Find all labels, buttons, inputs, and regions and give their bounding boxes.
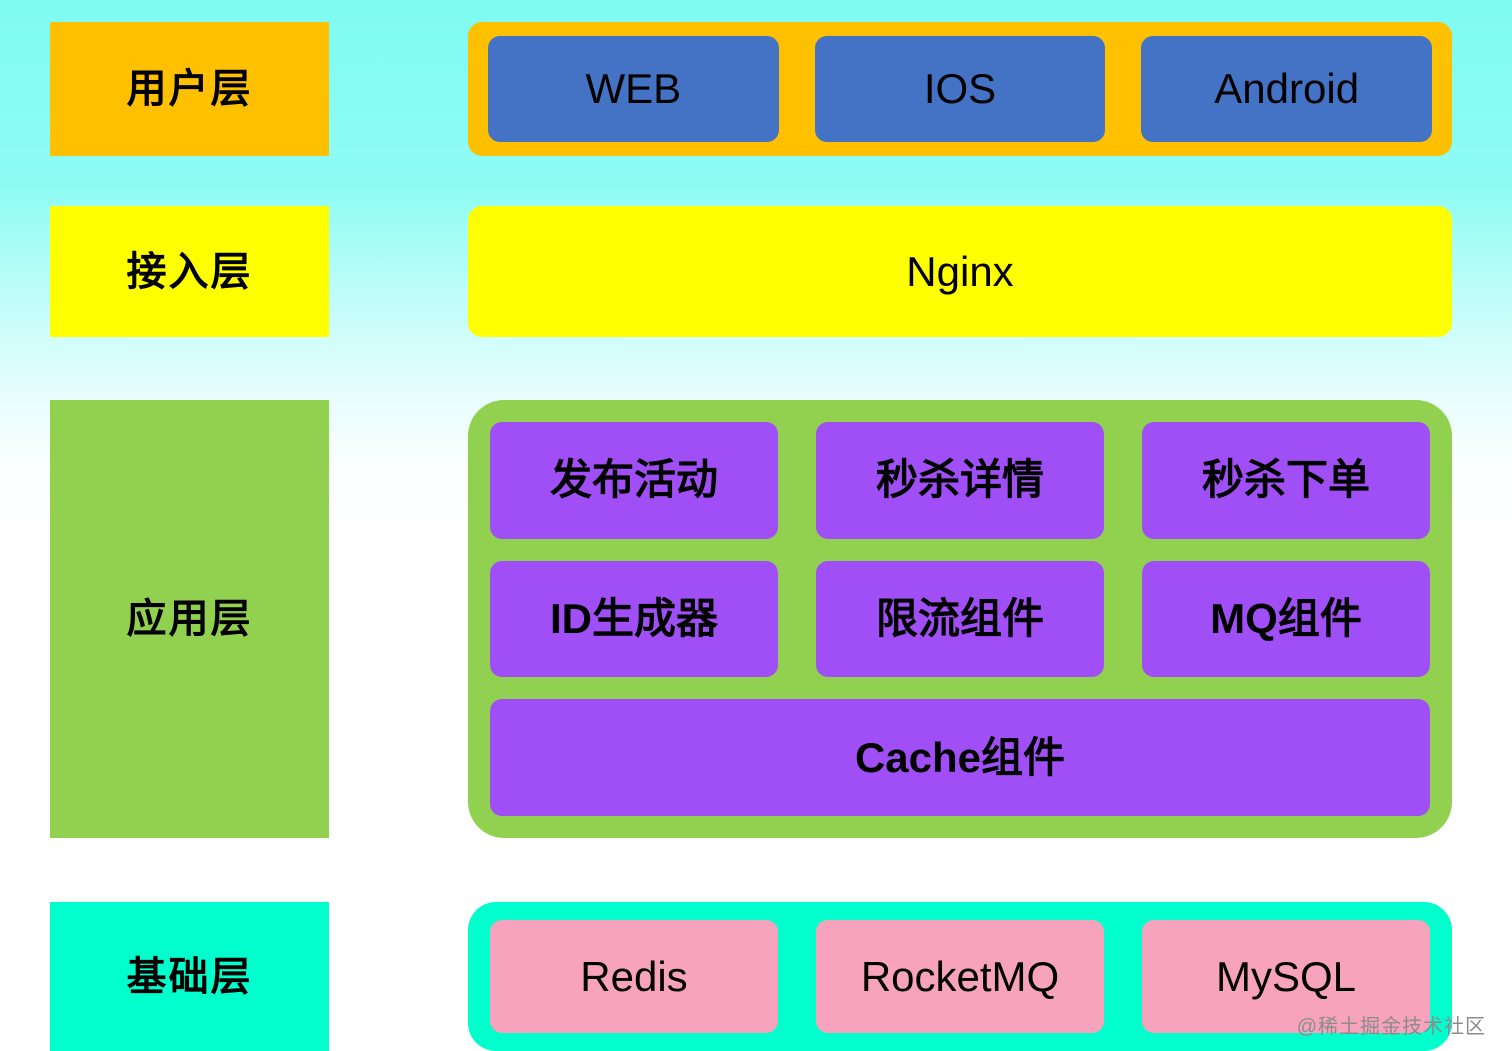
app-row-cache: Cache组件 xyxy=(490,699,1430,817)
store-tile-rocketmq[interactable]: RocketMQ xyxy=(816,920,1104,1033)
service-tile-publish-activity[interactable]: 发布活动 xyxy=(490,422,778,539)
app-row-business: 发布活动 秒杀详情 秒杀下单 xyxy=(490,422,1430,539)
service-tile-cache-component[interactable]: Cache组件 xyxy=(490,699,1430,817)
layer-label-entry: 接入层 xyxy=(50,206,329,337)
entry-tile-nginx[interactable]: Nginx xyxy=(906,247,1014,295)
layer-label-user: 用户层 xyxy=(50,22,329,156)
app-row-components: ID生成器 限流组件 MQ组件 xyxy=(490,560,1430,678)
store-tile-mysql[interactable]: MySQL xyxy=(1142,920,1430,1033)
store-tile-redis[interactable]: Redis xyxy=(490,920,778,1033)
service-tile-mq-component[interactable]: MQ组件 xyxy=(1142,560,1430,678)
watermark-text: @稀土掘金技术社区 xyxy=(1296,1016,1486,1038)
layer-label-app: 应用层 xyxy=(50,400,329,838)
layer-content-app: 发布活动 秒杀详情 秒杀下单 ID生成器 限流组件 MQ组件 Cache组件 xyxy=(468,400,1452,838)
layer-content-user: WEB IOS Android xyxy=(468,22,1452,156)
service-tile-id-generator[interactable]: ID生成器 xyxy=(490,560,778,678)
service-tile-rate-limiter[interactable]: 限流组件 xyxy=(816,560,1104,678)
layer-content-entry: Nginx xyxy=(468,206,1452,337)
layer-label-infra: 基础层 xyxy=(50,902,329,1051)
layer-content-infra: Redis RocketMQ MySQL xyxy=(468,902,1452,1051)
client-tile-android[interactable]: Android xyxy=(1141,36,1433,142)
service-tile-seckill-detail[interactable]: 秒杀详情 xyxy=(816,422,1104,539)
client-tile-ios[interactable]: IOS xyxy=(814,36,1106,142)
service-tile-seckill-order[interactable]: 秒杀下单 xyxy=(1142,422,1430,539)
client-tile-web[interactable]: WEB xyxy=(488,36,779,142)
